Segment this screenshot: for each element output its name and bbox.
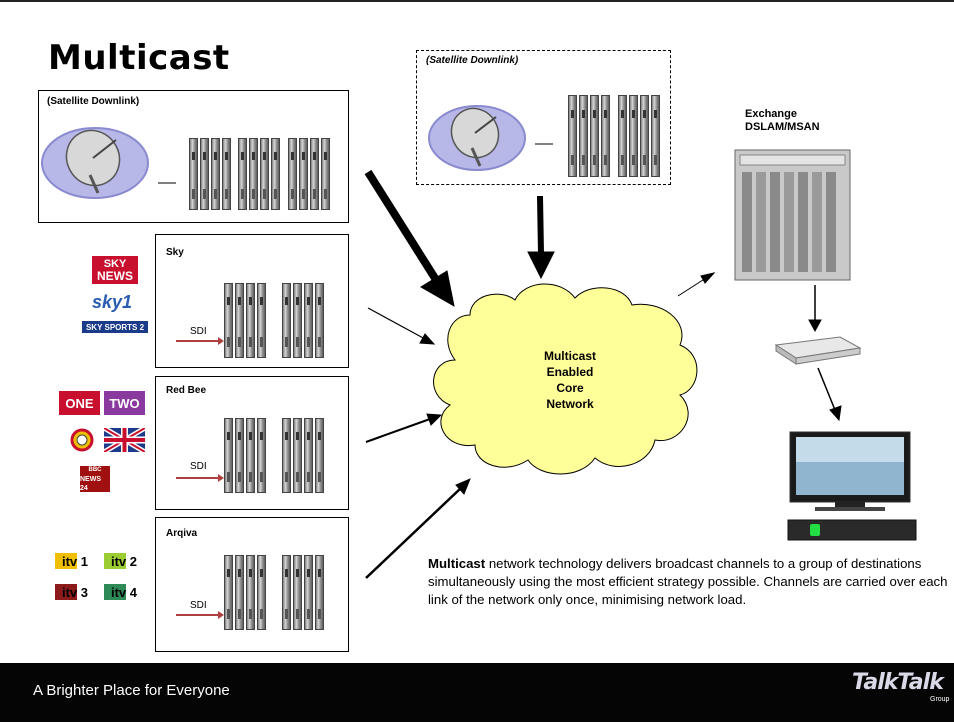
encoder-rack [282, 555, 324, 630]
router-icon [774, 336, 862, 365]
arrow [677, 272, 716, 297]
core-network-label-line: Multicast [543, 349, 596, 363]
arrow [808, 285, 822, 333]
sdi-label-redbee: SDI [190, 461, 207, 472]
encoder-rack [618, 95, 660, 177]
itv4-logo: itv 4 [104, 584, 144, 600]
itv1-logo: itv 1 [55, 553, 95, 569]
description-rest: network technology delivers broadcast ch… [428, 556, 948, 607]
footer-bar [0, 663, 954, 722]
talktalk-logo: TalkTalk [852, 670, 944, 695]
encoder-rack [224, 283, 266, 358]
provider-label-arqiva: Arqiva [166, 528, 198, 539]
exchange-label-line: DSLAM/MSAN [745, 121, 820, 133]
encoder-rack [238, 138, 280, 210]
description-bold: Multicast [428, 556, 486, 571]
sky-news-logo-bottom: NEWS [97, 269, 133, 283]
bbc-two-logo: TWO [104, 391, 145, 415]
core-network-cloud [433, 283, 698, 475]
bbc-one-logo: ONE [59, 391, 100, 415]
provider-label-sky: Sky [166, 247, 184, 258]
encoder-rack [224, 555, 266, 630]
sky1-logo: sky1 [91, 291, 133, 312]
sdi-label-sky: SDI [190, 326, 207, 337]
sdi-arrow-sky [176, 337, 224, 345]
satellite-dish-icon [428, 105, 526, 171]
thick-arrow [527, 195, 555, 280]
itv2-logo: itv 2 [104, 553, 144, 569]
sdi-arrow-redbee [176, 474, 224, 482]
television-icon [789, 431, 911, 511]
encoder-rack [282, 418, 324, 493]
talktalk-logo-sub: Group [930, 696, 950, 703]
sky-sports-logo: SKY SPORTS 2 [82, 321, 148, 333]
dslam-icon [734, 149, 851, 281]
core-network-label-line: Core [556, 381, 584, 395]
satellite-downlink-label: (Satellite Downlink) [47, 96, 140, 107]
encoder-rack [189, 138, 231, 210]
encoder-rack [282, 283, 324, 358]
satellite-dish-icon [41, 127, 149, 199]
footer-tagline: A Brighter Place for Everyone [33, 682, 230, 699]
core-network-label-line: Enabled [546, 365, 594, 379]
arrow [365, 478, 471, 579]
core-network-label-line: Network [546, 397, 594, 411]
description-text: Multicast network technology delivers br… [428, 555, 948, 609]
sdi-arrow-arqiva [176, 611, 224, 619]
exchange-label: Exchange DSLAM/MSAN [745, 108, 820, 134]
exchange-label-line: Exchange [745, 108, 797, 120]
union-flag-logo [104, 428, 145, 452]
satellite-downlink-label-dashed: (Satellite Downlink) [426, 55, 519, 66]
core-network-label: Multicast Enabled Core Network [524, 348, 616, 412]
sdi-label-arqiva: SDI [190, 600, 207, 611]
bbc-news24-logo-bottom: NEWS 24 [80, 475, 101, 492]
arrow [817, 367, 842, 422]
sky-news-logo-top: SKY [103, 258, 127, 270]
set-top-box-icon [787, 519, 917, 541]
bbc-channel-logo [68, 428, 96, 452]
page-title: Multicast [48, 38, 230, 78]
arrow [367, 307, 436, 345]
bbc-news24-logo-top: BBC [88, 466, 102, 473]
sky-news-logo: SKY NEWS [92, 256, 138, 284]
thick-arrow [364, 169, 455, 307]
itv3-logo: itv 3 [55, 584, 95, 600]
top-border [0, 0, 954, 2]
provider-label-redbee: Red Bee [166, 385, 207, 396]
arrow [365, 413, 443, 443]
encoder-rack [568, 95, 610, 177]
encoder-rack [288, 138, 330, 210]
encoder-rack [224, 418, 266, 493]
bbc-news24-logo: BBC NEWS 24 [80, 466, 110, 492]
